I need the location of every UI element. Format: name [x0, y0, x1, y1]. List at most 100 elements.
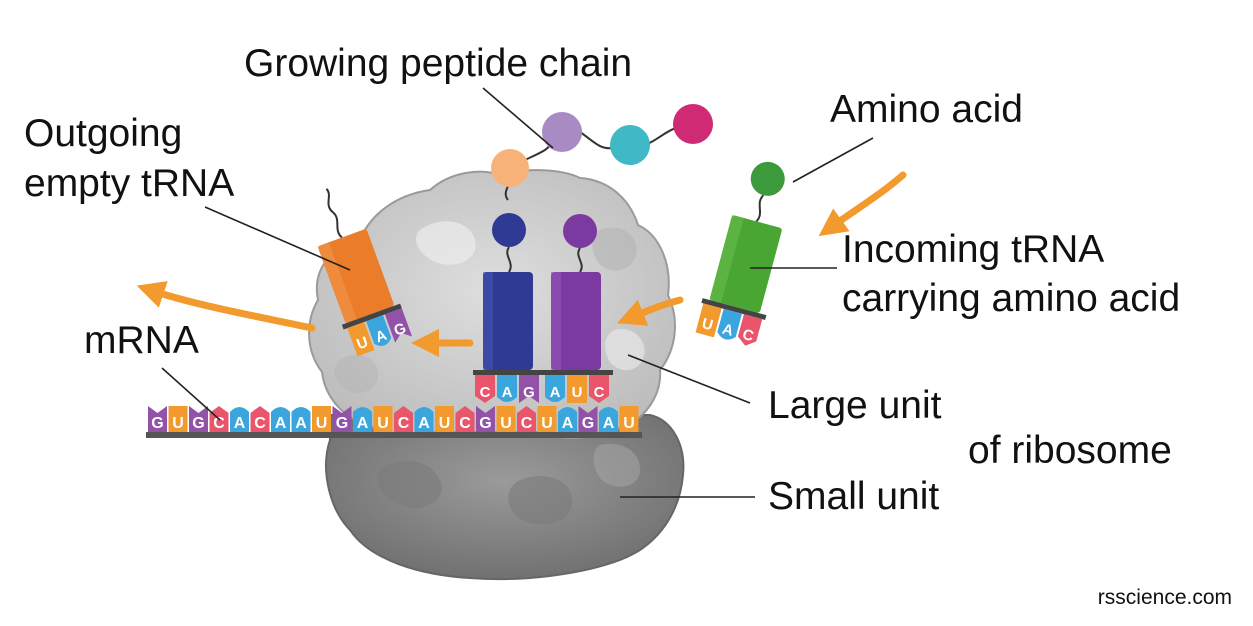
mrna-base-19-letter: C [521, 415, 533, 432]
label-outgoing-line2: empty tRNA [24, 162, 234, 205]
label-large-unit-line1: Large unit [768, 384, 942, 427]
mrna-base-17-shape [476, 406, 495, 432]
a-site-anticodon-base-2-shape [567, 375, 587, 403]
leader-outgoing [204, 206, 351, 271]
a-site-anticodon-base-1: A [545, 375, 565, 402]
mrna-base-10-letter: G [336, 415, 348, 432]
ribosome-small-unit [325, 414, 685, 581]
mrna-base-18-letter: U [500, 415, 512, 432]
peptide-chain [491, 104, 713, 187]
mrna-base-6-shape [250, 406, 270, 432]
mrna-base-7: A [271, 407, 290, 432]
mrna-base-13-letter: C [398, 415, 410, 432]
mrna-base-3: G [189, 406, 208, 432]
p-site-anticodon-base-3: G [519, 375, 539, 403]
mrna-base-8-letter: A [295, 415, 307, 432]
mrna-base-10: G [332, 406, 352, 432]
outgoing-anticodon-base-2: A [366, 315, 392, 346]
mrna-base-20: U [537, 406, 557, 432]
incoming-anticodon-base-2: A [717, 308, 742, 340]
mrna-base-23-letter: A [603, 415, 615, 432]
mrna-base-10-shape [332, 406, 352, 432]
mrna-base-24-letter: U [623, 415, 635, 432]
a-site-anticodon-base-3-letter: C [594, 384, 605, 401]
mrna-base-11-shape [353, 407, 372, 432]
mrna-base-3-shape [189, 406, 208, 432]
mrna-base-14: A [414, 407, 434, 432]
mrna-base-7-shape [271, 407, 290, 432]
p-site-anticodon-base-2: A [497, 375, 517, 402]
p-site-anticodon-base-3-shape [519, 375, 539, 403]
a-site-anticodon-base-1-shape [545, 375, 565, 402]
mrna-base-9-letter: U [316, 415, 328, 432]
mrna-base-14-shape [414, 407, 434, 432]
movement-arrows [136, 171, 907, 357]
mrna-base-12-letter: U [377, 415, 389, 432]
mrna-base-3-letter: G [192, 415, 204, 432]
p-site-anticodon-base-1-letter: C [480, 384, 491, 401]
mrna-base-11: A [353, 407, 372, 432]
label-incoming-line1: Incoming tRNA [842, 228, 1104, 271]
incoming-anticodon-base-1-shape [695, 303, 722, 338]
peptide-amino-acid-1 [491, 149, 529, 187]
mrna-base-8-shape [291, 407, 311, 432]
leader-peptide [482, 87, 554, 149]
mrna-base-7-letter: A [275, 415, 287, 432]
mrna-base-16-letter: C [459, 415, 471, 432]
credit-text: rsscience.com [1098, 586, 1232, 609]
leader-lines [161, 87, 874, 498]
label-large-unit-line2: of ribosome [968, 429, 1172, 472]
p-site-anticodon-base-1: C [475, 375, 495, 403]
a-site-trna-body [551, 272, 601, 370]
mrna-base-6: C [250, 406, 270, 432]
mrna-base-9: U [312, 406, 331, 432]
mrna-base-24: U [619, 406, 639, 432]
leader-large-unit [627, 354, 751, 404]
mrna-base-21-letter: A [562, 415, 574, 432]
mrna-base-13: C [394, 406, 413, 432]
incoming-anticodon-base-1-letter: U [700, 315, 715, 334]
arrow-outgoing-exit [136, 281, 316, 332]
mrna-base-23-shape [599, 407, 618, 432]
leader-amino-acid [792, 137, 874, 183]
mrna-base-15-shape [435, 406, 454, 432]
incoming-anticodon-base-1: U [695, 303, 722, 338]
label-growing-peptide-chain: Growing peptide chain [244, 42, 632, 85]
mrna-base-15-letter: U [439, 415, 451, 432]
mrna-base-19: C [517, 406, 536, 432]
arrow-incoming [818, 171, 907, 237]
incoming-anticodon-base-3-shape [737, 314, 763, 346]
label-incoming-line2: carrying amino acid [842, 277, 1180, 320]
a-site-anticodon-base-2-letter: U [572, 384, 583, 401]
p-site-amino-acid [492, 213, 526, 247]
mrna-base-16-shape [455, 406, 475, 432]
peptide-amino-acid-3 [610, 125, 650, 165]
a-site-anticodon-base-2: U [567, 375, 587, 403]
outgoing-anticodon-base-3-letter: G [392, 320, 409, 340]
outgoing-anticodon-base-1-shape [347, 321, 375, 357]
mrna-base-2: U [168, 406, 188, 432]
mrna-base-23: A [599, 407, 618, 432]
p-site-trna-body [483, 272, 533, 370]
mrna-base-2-letter: U [172, 415, 184, 432]
outgoing-anticodon-base-3-shape [384, 308, 413, 343]
mrna-base-22-shape [578, 406, 598, 432]
mrna-base-21-shape [558, 407, 577, 432]
mrna-base-8: A [291, 407, 311, 432]
p-site-anticodon-base-2-shape [497, 375, 517, 402]
mrna-base-13-shape [394, 406, 413, 432]
mrna-base-1-letter: G [151, 415, 163, 432]
arrow-a-site-entry [617, 296, 684, 326]
mrna-base-18-shape [496, 406, 516, 432]
label-amino-acid: Amino acid [830, 88, 1023, 131]
outgoing-anticodon-base-1: U [347, 321, 375, 357]
mrna-base-5-letter: A [234, 415, 246, 432]
mrna-base-4-letter: C [213, 415, 225, 432]
p-site-anticodon-base-1-shape [475, 375, 495, 403]
mrna-base-5-shape [230, 407, 249, 432]
